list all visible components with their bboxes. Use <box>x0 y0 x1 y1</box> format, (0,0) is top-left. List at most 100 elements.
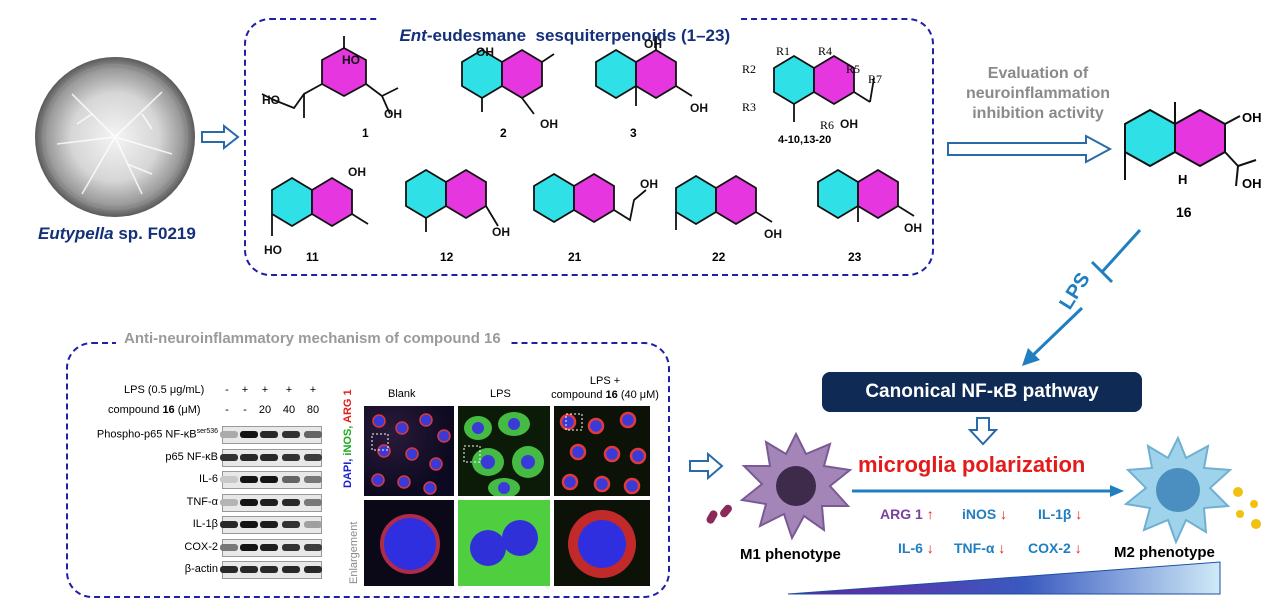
micro-compound-num: 16 <box>605 389 618 401</box>
m1-label: M1 phenotype <box>740 546 841 563</box>
blot-row-name: TNF-α <box>186 495 218 508</box>
structure-22 <box>675 174 773 230</box>
blot-lps-value: - <box>225 384 229 396</box>
r-group-r1: R1 <box>776 44 791 58</box>
marker-cox2-dir: ↓ <box>1074 540 1082 556</box>
evaluation-line-2: neuroinflammation <box>965 85 1110 102</box>
blot-band <box>240 453 258 461</box>
blot-band <box>304 498 322 506</box>
marker-tnfa-dir: ↓ <box>998 540 1006 556</box>
oh-text-4: OH <box>840 117 858 131</box>
structure-3 <box>595 36 693 106</box>
blot-row-label: IL-6 <box>96 473 218 485</box>
blot-band <box>260 498 278 506</box>
blot-compound-num: 16 <box>162 404 175 416</box>
marker-cox2-name: COX-2 <box>1028 540 1071 556</box>
petri-dish-image <box>35 57 195 217</box>
structure-23 <box>817 168 915 222</box>
micro-col-lps: LPS <box>490 388 511 400</box>
blot-row-label: Phospho-p65 NF-κBser536 <box>96 428 218 441</box>
blot-row-name: β-actin <box>184 563 218 575</box>
micro-col-lps-compound-2: compound 16 (40 μM) <box>540 388 670 402</box>
m2-microglia <box>1123 435 1233 545</box>
compound-16-oh-side: OH <box>1242 176 1262 191</box>
micro-col-lps-compound: LPS + compound 16 (40 μM) <box>540 374 670 402</box>
marker-arg1-name: ARG 1 <box>880 506 923 522</box>
lps-particles <box>706 504 732 524</box>
oh-text-21: OH <box>640 177 658 191</box>
blot-lps-value: + <box>309 384 317 396</box>
micro-cmp-zoom-cell <box>568 510 636 578</box>
blot-band <box>220 476 238 483</box>
structure-1 <box>261 36 399 118</box>
blot-band <box>304 521 322 528</box>
blot-band <box>220 543 238 551</box>
oh-text-22: OH <box>764 227 782 241</box>
marker-arg1: ARG 1 ↑ <box>880 506 934 522</box>
blot-row-name: p65 NF-κB <box>165 450 218 463</box>
structure-21 <box>533 172 647 224</box>
blot-band <box>220 566 238 573</box>
blot-row-label: COX-2 <box>96 541 218 553</box>
title-ent: Ent <box>399 26 427 45</box>
m2-particles <box>1233 487 1261 529</box>
marker-inos-dir: ↓ <box>1000 506 1008 522</box>
marker-il1b-name: IL-1β <box>1038 506 1072 522</box>
source-organism: Eutypella sp. F0219 <box>38 224 196 244</box>
evaluation-line-1: Evaluation of <box>987 65 1089 82</box>
compound-label-23: 23 <box>848 250 862 264</box>
oh-text-2b: OH <box>540 117 558 131</box>
r-group-r6: R6 <box>820 118 835 132</box>
oh-text-1c: OH <box>384 107 402 121</box>
r-group-r4: R4 <box>818 44 833 58</box>
marker-tnfa: TNF-α ↓ <box>954 540 1005 556</box>
blot-row-name: COX-2 <box>184 540 218 553</box>
oh-text-23: OH <box>904 221 922 235</box>
marker-arg1-dir: ↑ <box>926 506 934 522</box>
micro-cmp-zoom <box>554 500 650 586</box>
micro-blank-cells <box>371 413 451 495</box>
blot-row-label: β-actin <box>96 563 218 575</box>
blot-compound-value: - <box>225 404 229 416</box>
micro-lps-zoom <box>458 500 550 586</box>
compounds-title: Ent-eudesmane sesquiterpenoids (1–23) <box>380 6 741 46</box>
blot-row-label: p65 NF-κB <box>96 451 218 463</box>
m2-label: M2 phenotype <box>1114 544 1215 561</box>
compound-label-11: 11 <box>306 250 319 264</box>
blot-band <box>260 453 278 461</box>
blot-compound-value: 80 <box>306 404 320 416</box>
blot-band <box>260 476 278 483</box>
blot-band <box>260 521 278 528</box>
compound-label-1: 1 <box>362 126 369 140</box>
stain-arg: ARG 1 <box>342 389 354 423</box>
micro-lps-cells <box>463 412 544 496</box>
structure-11 <box>271 176 369 236</box>
blot-row-label: TNF-α <box>96 496 218 508</box>
stain-inos: iNOS, <box>342 425 354 456</box>
blot-band <box>220 453 238 461</box>
evaluation-line-3: inhibition activity <box>972 105 1104 122</box>
blot-lps-value: + <box>285 384 293 396</box>
compound-label-2: 2 <box>500 126 507 140</box>
blot-band <box>282 566 300 573</box>
lps-inhibition-arrow <box>1022 228 1142 366</box>
blot-band <box>240 521 258 528</box>
marker-il6-dir: ↓ <box>926 540 934 556</box>
oh-text-1b: HO <box>342 53 360 67</box>
blot-band <box>240 543 258 551</box>
blot-row-name: IL-1β <box>192 518 218 530</box>
marker-il1b: IL-1β ↓ <box>1038 506 1082 522</box>
polarization-label: microglia polarization <box>858 452 1086 477</box>
micro-blank-zoom-cell <box>380 514 440 574</box>
compound-label-3: 3 <box>630 126 637 140</box>
blot-band <box>304 476 322 483</box>
micro-blank-zoom <box>364 500 454 586</box>
arrow-to-pathway <box>689 452 724 480</box>
micro-lps-top <box>458 406 550 496</box>
micro-lps-zoom-cell <box>470 520 538 566</box>
blot-band <box>240 498 258 506</box>
blot-band <box>304 431 322 438</box>
blot-compound-label: compound 16 (μM) <box>108 404 201 416</box>
micro-cmp-cells <box>559 411 647 495</box>
oh-text-1: HO <box>262 93 280 107</box>
